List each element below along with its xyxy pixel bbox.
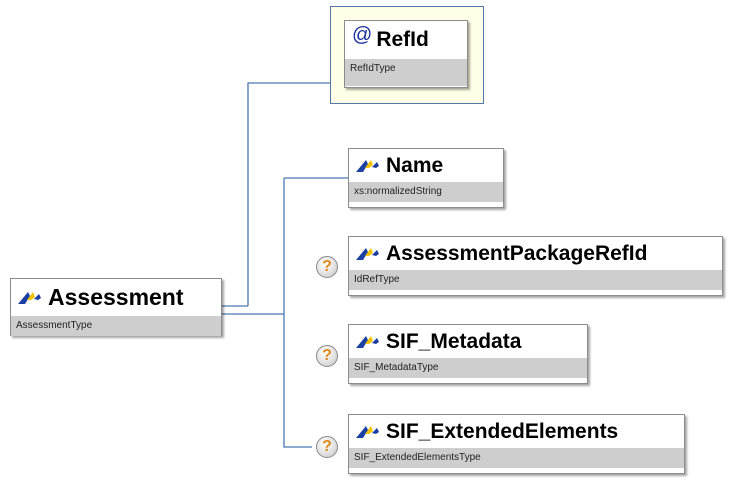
optional-marker-icon: ? [316,345,338,367]
child-element-type: SIF_MetadataType [349,358,587,378]
element-icon [356,157,380,175]
child-element-type: xs:normalizedString [349,182,503,202]
root-element-node[interactable]: Assessment AssessmentType [10,278,222,336]
optional-marker-icon: ? [316,256,338,278]
attribute-node[interactable]: @ RefId RefIdType [344,20,468,88]
child-element-type: IdRefType [349,270,722,290]
optional-marker-icon: ? [316,436,338,458]
element-icon [356,333,380,351]
root-element-type: AssessmentType [11,316,221,336]
child-element-header: AssessmentPackageRefId [349,237,722,270]
attribute-header: @ RefId [345,21,467,59]
child-element-header: Name [349,149,503,182]
child-element-header: SIF_ExtendedElements [349,415,684,448]
element-icon [356,245,380,263]
child-element-node[interactable]: SIF_ExtendedElements SIF_ExtendedElement… [348,414,685,474]
child-element-name: SIF_ExtendedElements [386,419,619,443]
child-element-type: SIF_ExtendedElementsType [349,448,684,468]
child-element-name: SIF_Metadata [386,329,522,353]
element-icon [18,289,42,307]
element-icon [356,423,380,441]
attribute-at-icon: @ [352,23,373,46]
child-element-node[interactable]: AssessmentPackageRefId IdRefType [348,236,723,296]
child-element-node[interactable]: Name xs:normalizedString [348,148,504,208]
root-element-name: Assessment [48,284,184,310]
child-element-node[interactable]: SIF_Metadata SIF_MetadataType [348,324,588,384]
child-element-name: Name [386,153,444,177]
attribute-name: RefId [376,28,429,51]
attribute-type: RefIdType [345,59,467,86]
child-element-header: SIF_Metadata [349,325,587,358]
root-element-header: Assessment [11,279,221,316]
child-element-name: AssessmentPackageRefId [386,241,648,265]
